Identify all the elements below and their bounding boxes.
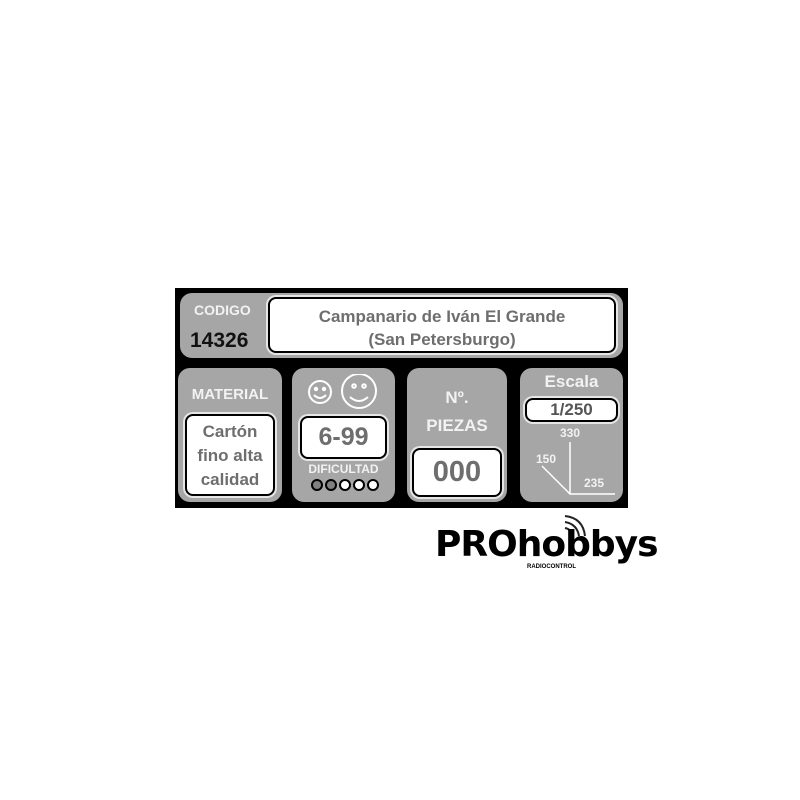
- material-box: MATERIAL Cartón fino alta calidad: [178, 368, 282, 502]
- material-label: MATERIAL: [191, 386, 269, 403]
- scale-value: 1/250: [525, 398, 618, 422]
- product-title: Campanario de Iván El Grande (San Peters…: [268, 297, 616, 353]
- logo-subtitle: RADIOCONTROL: [527, 564, 576, 570]
- material-line: fino alta: [197, 446, 263, 465]
- code-label: CODIGO: [194, 302, 251, 318]
- code-title-box: CODIGO 14326 Campanario de Iván El Grand…: [180, 293, 623, 358]
- product-info-panel: CODIGO 14326 Campanario de Iván El Grand…: [175, 288, 628, 508]
- scale-box: Escala 1/250 330 150 235: [520, 368, 623, 502]
- dimension-depth: 150: [536, 452, 557, 466]
- prohobbys-logo: PROhobbys RADIOCONTROL: [435, 510, 659, 575]
- age-range: 6-99: [300, 416, 387, 459]
- smiley-faces-icon: [308, 374, 377, 409]
- material-line: calidad: [200, 470, 260, 489]
- radio-waves-icon: [564, 515, 586, 537]
- pieces-box: Nº. PIEZAS 000: [407, 368, 507, 502]
- pieces-label-2: PIEZAS: [426, 416, 488, 435]
- scale-label: Escala: [544, 372, 599, 391]
- difficulty-dot: [311, 479, 323, 491]
- material-value: Cartón fino alta calidad: [185, 414, 275, 496]
- difficulty-dot: [367, 479, 379, 491]
- title-line-1: Campanario de Iván El Grande: [318, 307, 566, 326]
- dimension-height: 330: [560, 426, 581, 440]
- difficulty-box: 6-99 DIFICULTAD: [292, 368, 395, 502]
- material-line: Cartón: [202, 422, 258, 441]
- difficulty-dot: [353, 479, 365, 491]
- dimension-width: 235: [584, 476, 605, 490]
- difficulty-dot: [325, 479, 337, 491]
- logo-brand: PROhobbys: [435, 524, 659, 565]
- pieces-label-1: Nº.: [445, 388, 469, 407]
- code-value: 14326: [190, 329, 249, 352]
- title-line-2: (San Petersburgo): [368, 330, 516, 349]
- pieces-value: 000: [412, 448, 502, 497]
- difficulty-label: DIFICULTAD: [308, 462, 379, 476]
- dimension-axes-icon: [541, 442, 615, 495]
- difficulty-rating: [300, 478, 390, 496]
- difficulty-dot: [339, 479, 351, 491]
